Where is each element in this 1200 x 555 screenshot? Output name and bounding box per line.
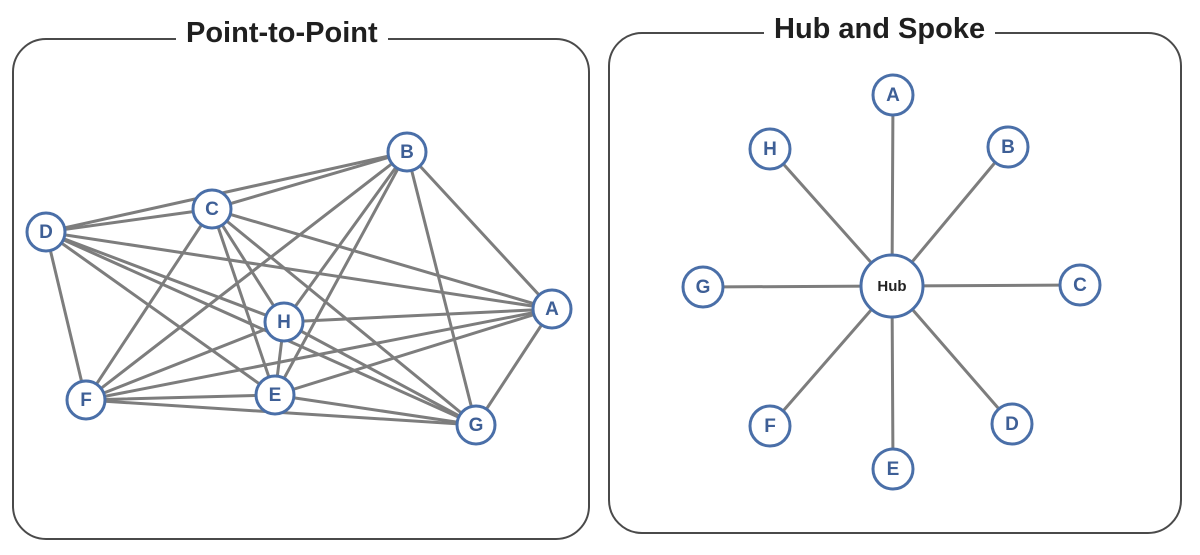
hub-spoke-node-h-circle — [748, 127, 792, 171]
hub-spoke-node-b-label: B — [1001, 137, 1015, 158]
point-to-point-title: Point-to-Point — [176, 16, 388, 50]
hub-node: Hub — [859, 253, 925, 319]
p2p-node-e: E — [254, 374, 296, 416]
p2p-edge-e-f — [84, 393, 277, 402]
p2p-node-f-label: F — [80, 390, 92, 411]
hub-spoke-node-a-label: A — [886, 85, 900, 106]
p2p-edge-b-h — [282, 150, 409, 324]
p2p-edge-b-c — [210, 150, 409, 211]
hub-spoke-node-h: H — [748, 127, 792, 171]
p2p-edge-c-e — [210, 207, 277, 397]
p2p-edge-a-h — [282, 307, 554, 324]
hub-spoke-node-e-circle — [871, 447, 915, 491]
hub-spoke-node-d-circle — [990, 402, 1034, 446]
p2p-edge-a-g — [474, 307, 554, 427]
p2p-edge-a-c — [210, 207, 554, 311]
hub-spoke-node-b: B — [986, 125, 1030, 169]
p2p-node-f: F — [65, 379, 107, 421]
p2p-edge-b-e — [273, 150, 409, 397]
p2p-node-d-label: D — [39, 222, 53, 243]
hub-spoke-node-h-label: H — [763, 139, 777, 160]
hub-spoke-node-b-circle — [986, 125, 1030, 169]
p2p-node-a-circle — [531, 288, 573, 330]
hub-spoke-node-e: E — [871, 447, 915, 491]
p2p-edge-c-g — [210, 207, 478, 427]
hub-and-spoke-title: Hub and Spoke — [764, 12, 996, 46]
p2p-node-e-label: E — [269, 385, 282, 406]
p2p-edge-f-h — [84, 320, 286, 402]
hub-spoke-node-a-circle — [871, 73, 915, 117]
p2p-node-d-circle — [25, 211, 67, 253]
p2p-edge-b-g — [405, 150, 478, 427]
hub-spoke-node-d: D — [990, 402, 1034, 446]
hub-spoke-node-c-circle — [1058, 263, 1102, 307]
hub-spoke-node-f-circle — [748, 404, 792, 448]
p2p-edge-c-d — [44, 207, 214, 234]
p2p-node-c-circle — [191, 188, 233, 230]
hub-spoke-node-g-label: G — [696, 277, 711, 298]
p2p-node-c-label: C — [205, 199, 219, 220]
p2p-node-h-label: H — [277, 312, 291, 333]
p2p-edge-d-g — [44, 230, 478, 427]
p2p-node-g-label: G — [469, 415, 484, 436]
point-to-point-edges — [44, 150, 554, 427]
p2p-edge-c-h — [210, 207, 286, 324]
hub-spoke-node-f: F — [748, 404, 792, 448]
p2p-node-h-circle — [263, 301, 305, 343]
p2p-edge-b-f — [84, 150, 409, 402]
hub-node-circle — [859, 253, 925, 319]
hub-spoke-node-g-circle — [681, 265, 725, 309]
p2p-node-a: A — [531, 288, 573, 330]
p2p-node-b: B — [386, 131, 428, 173]
hub-spoke-node-e-label: E — [887, 459, 900, 480]
point-to-point-nodes: A B C D E F G H — [25, 131, 573, 446]
hub-spoke-nodes: A B C D E F G H Hub — [681, 73, 1102, 491]
hub-spoke-node-a: A — [871, 73, 915, 117]
p2p-edge-d-f — [44, 230, 88, 402]
p2p-node-a-label: A — [545, 299, 559, 320]
p2p-edge-d-e — [44, 230, 277, 397]
hub-spoke-node-d-label: D — [1005, 414, 1019, 435]
p2p-edge-g-h — [282, 320, 478, 427]
hub-spoke-node-f-label: F — [764, 416, 776, 437]
p2p-node-c: C — [191, 188, 233, 230]
hub-spoke-node-c-label: C — [1073, 275, 1087, 296]
p2p-node-g-circle — [455, 404, 497, 446]
p2p-edge-a-e — [273, 307, 554, 397]
p2p-edge-a-d — [44, 230, 554, 311]
p2p-node-e-circle — [254, 374, 296, 416]
hub-node-label: Hub — [877, 278, 906, 295]
p2p-node-b-circle — [386, 131, 428, 173]
p2p-edge-a-b — [405, 150, 554, 311]
p2p-node-h: H — [263, 301, 305, 343]
p2p-edge-e-g — [273, 393, 478, 427]
p2p-node-d: D — [25, 211, 67, 253]
hub-spoke-node-c: C — [1058, 263, 1102, 307]
p2p-edge-d-h — [44, 230, 286, 324]
p2p-edge-b-d — [44, 150, 409, 234]
hub-spoke-node-g: G — [681, 265, 725, 309]
p2p-node-f-circle — [65, 379, 107, 421]
p2p-node-b-label: B — [400, 142, 414, 163]
p2p-node-g: G — [455, 404, 497, 446]
